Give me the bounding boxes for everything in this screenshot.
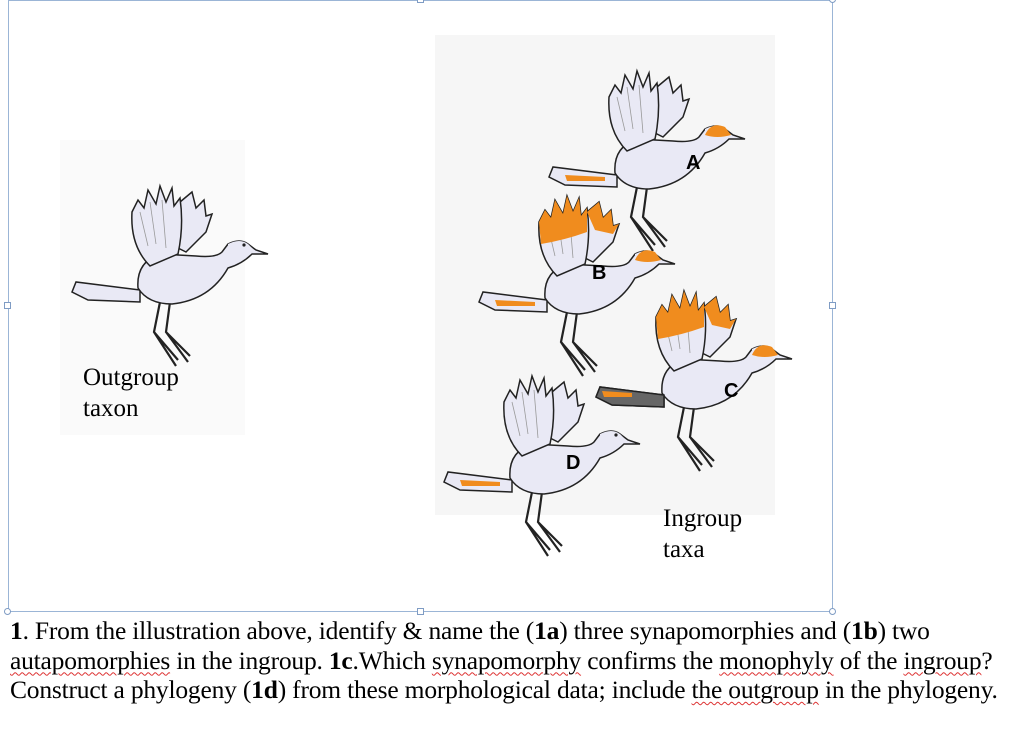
ingroup-caption-line1: Ingroup: [663, 505, 743, 532]
question-part: ) three synapomorphies and (: [559, 616, 852, 645]
spellcheck-word[interactable]: autapomorphies: [10, 645, 171, 675]
question-part: in the ingroup.: [170, 645, 329, 675]
taxon-label-c: C: [724, 380, 739, 402]
question-part: . From the illustration above, identify …: [22, 616, 535, 645]
outgroup-caption-line2: taxon: [83, 395, 139, 422]
resize-handle-bottom-right[interactable]: [829, 608, 836, 615]
bird-a-icon: [547, 69, 747, 253]
ingroup-caption-line2: taxa: [663, 536, 705, 563]
resize-handle-bottom[interactable]: [417, 608, 424, 615]
taxon-label-b: B: [592, 262, 607, 284]
resize-handle-top[interactable]: [417, 0, 424, 3]
outgroup-caption-line1: Outgroup: [83, 364, 179, 391]
taxon-label-d: D: [566, 452, 581, 474]
spellcheck-word[interactable]: synapomorphy: [431, 645, 582, 675]
question-part: in the phylogeny.: [818, 675, 998, 704]
question-text[interactable]: 1. From the illustration above, identify…: [10, 616, 1020, 705]
bird-d-icon: [442, 374, 642, 558]
bird-b-icon: [477, 194, 677, 378]
resize-handle-right[interactable]: [829, 302, 836, 309]
taxon-label-a: A: [686, 152, 701, 174]
spellcheck-word[interactable]: ingroup: [903, 645, 982, 675]
question-part: .Which: [352, 645, 432, 675]
resize-handle-bottom-left[interactable]: [4, 608, 11, 615]
ingroup-caption: Ingroup taxa: [663, 503, 742, 565]
question-part-1d: 1d: [251, 675, 278, 704]
outgroup-caption: Outgroup taxon: [83, 362, 179, 424]
question-part-1a: 1a: [534, 616, 560, 645]
resize-handle-top-right[interactable]: [829, 0, 836, 3]
resize-handle-left[interactable]: [4, 302, 11, 309]
question-part: confirms the: [581, 645, 720, 675]
question-number: 1: [10, 616, 23, 645]
question-part: ? Construct a phylogeny (: [10, 645, 993, 705]
question-part-1b: 1b: [851, 616, 878, 645]
bird-c-icon: [594, 289, 794, 473]
spellcheck-word[interactable]: the outgroup: [691, 675, 819, 704]
question-part: ) from these morphological data; include: [277, 675, 692, 704]
question-part: ) two: [877, 616, 930, 645]
question-part: of the: [833, 645, 904, 675]
bird-outgroup-icon: [70, 184, 270, 368]
spellcheck-word[interactable]: monophyly: [719, 645, 834, 675]
question-part-1c: 1c: [328, 645, 353, 675]
